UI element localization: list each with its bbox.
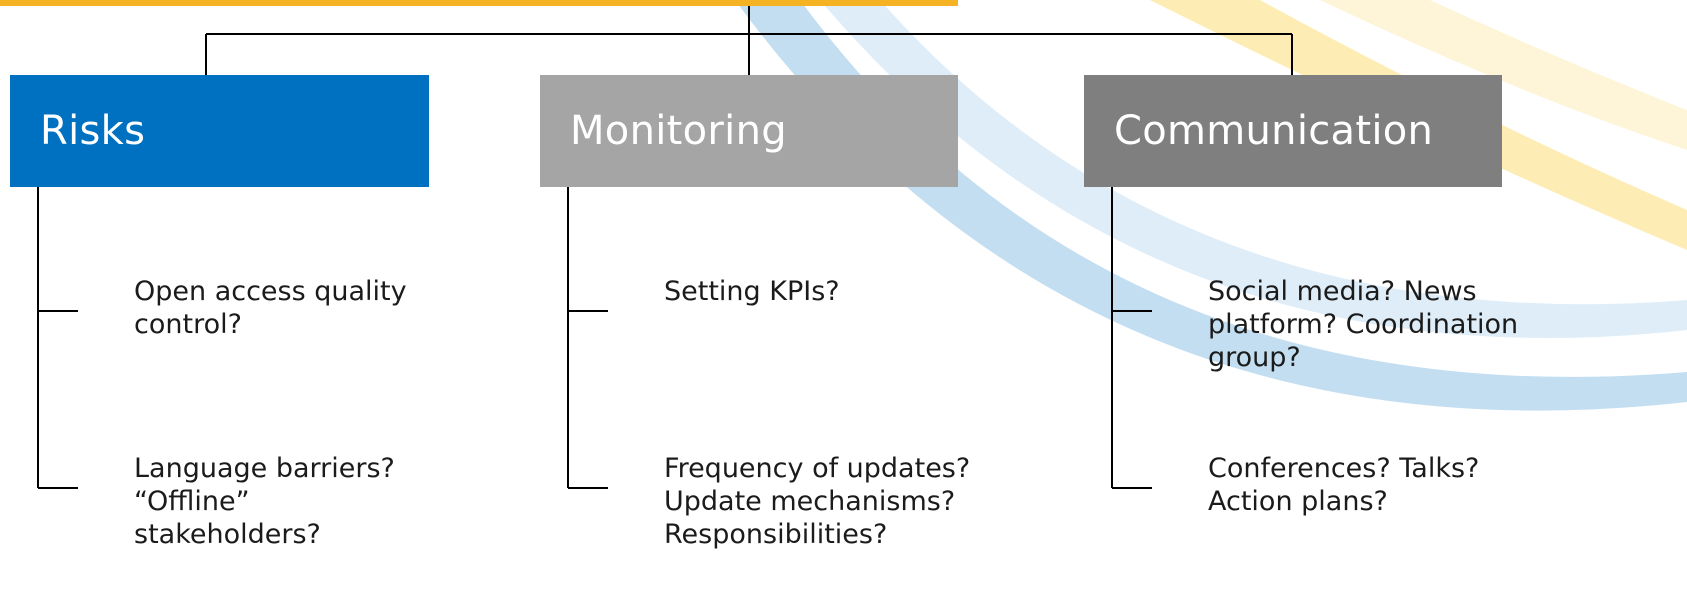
monitoring-item-updates: Frequency of updates? Update mechanisms?… <box>664 453 971 550</box>
risks-item-language-barriers: Language barriers? “Offline” stakeholder… <box>134 453 395 550</box>
decorative-arc-blue <box>735 0 1687 411</box>
top-accent-bar <box>0 0 958 6</box>
tree-connectors <box>37 6 1293 489</box>
decorative-arc-yellow-light <box>1320 0 1687 150</box>
monitoring-header-label: Monitoring <box>570 108 787 154</box>
communication-header: Communication <box>1084 75 1502 187</box>
communication-item-conferences: Conferences? Talks? Action plans? <box>1208 453 1480 517</box>
risks-item-open-access: Open access quality control? <box>134 276 407 340</box>
monitoring-header: Monitoring <box>540 75 958 187</box>
risks-header: Risks <box>10 75 429 187</box>
communication-header-label: Communication <box>1114 108 1434 154</box>
monitoring-item-kpis: Setting KPIs? <box>664 276 840 307</box>
communication-item-social-media: Social media? News platform? Coordinatio… <box>1208 276 1519 373</box>
risks-header-label: Risks <box>40 108 146 154</box>
